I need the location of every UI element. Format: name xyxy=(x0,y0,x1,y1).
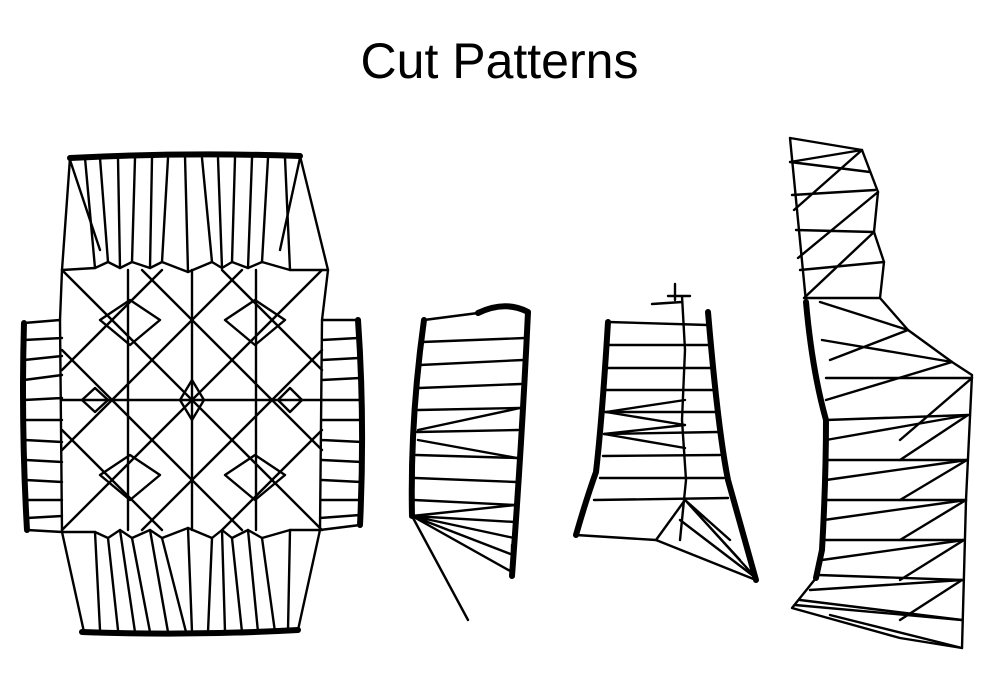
left-side-strips xyxy=(22,318,64,534)
pattern-piece-1 xyxy=(20,151,366,637)
panel-2-strips xyxy=(410,336,527,574)
panel-3-strips xyxy=(592,343,758,580)
lower-strips xyxy=(60,526,322,634)
upper-strips xyxy=(60,154,330,274)
right-side-strips xyxy=(318,318,364,532)
center-diamond-grid xyxy=(60,268,324,532)
slide-title: Cut Patterns xyxy=(360,33,639,89)
pattern-piece-3 xyxy=(573,282,759,583)
pattern-piece-2 xyxy=(408,303,531,622)
pattern-piece-4 xyxy=(788,136,974,650)
panel-4-upper-fan xyxy=(788,148,954,364)
panel-4-lower-fan xyxy=(793,360,974,650)
